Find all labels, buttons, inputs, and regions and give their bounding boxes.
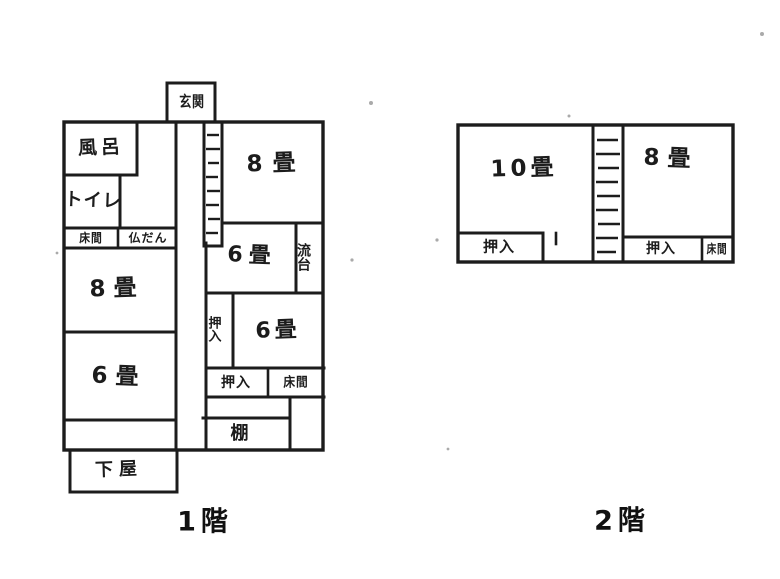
floor2-staircase-icon <box>591 123 625 264</box>
room-label-butsudan: 仏だん <box>128 231 168 245</box>
room-label-tokonoma-bottom: 床間 <box>283 375 309 391</box>
room-label-10jo: 10畳 <box>490 154 558 183</box>
scan-specks <box>55 32 764 451</box>
room-label-6jo-left: 6畳 <box>91 362 147 391</box>
room-label-oshiire-vertical: 押入 <box>205 316 221 342</box>
room-label-tokonoma-small: 床間 <box>79 231 103 245</box>
room-label-sink: 流台 <box>295 243 311 271</box>
floor1-caption: 1階 <box>177 506 233 538</box>
room-label-oshiire-2f-left: 押入 <box>482 237 516 256</box>
room-label-oshiire-2f-right: 押入 <box>646 241 676 257</box>
floor1-walls <box>62 81 326 494</box>
room-label-geya: 下屋 <box>94 458 144 481</box>
room-label-6jo-right: 6畳 <box>254 317 302 344</box>
floor1-genkan-box <box>165 81 217 124</box>
room-label-6jo-mid: 6畳 <box>226 242 278 269</box>
floor2-caption: 2階 <box>594 505 650 537</box>
floor1-staircase-icon <box>202 120 224 248</box>
room-label-tana: 棚 <box>230 423 250 444</box>
room-label-8jo-right: 8畳 <box>246 149 306 178</box>
room-label-oshiire-bottom: 押入 <box>221 375 251 391</box>
floor2-walls <box>456 123 735 264</box>
floor2-outline <box>456 123 735 264</box>
room-label-toilet: トイレ <box>64 189 122 212</box>
room-label-genkan: 玄関 <box>179 92 205 111</box>
room-label-8jo-2f: 8畳 <box>643 144 699 173</box>
room-label-bath: 風呂 <box>77 135 125 160</box>
floor1-geya-box <box>68 448 179 494</box>
room-label-tokonoma-2f: 床間 <box>706 242 728 256</box>
room-label-8jo-left: 8畳 <box>89 274 145 303</box>
